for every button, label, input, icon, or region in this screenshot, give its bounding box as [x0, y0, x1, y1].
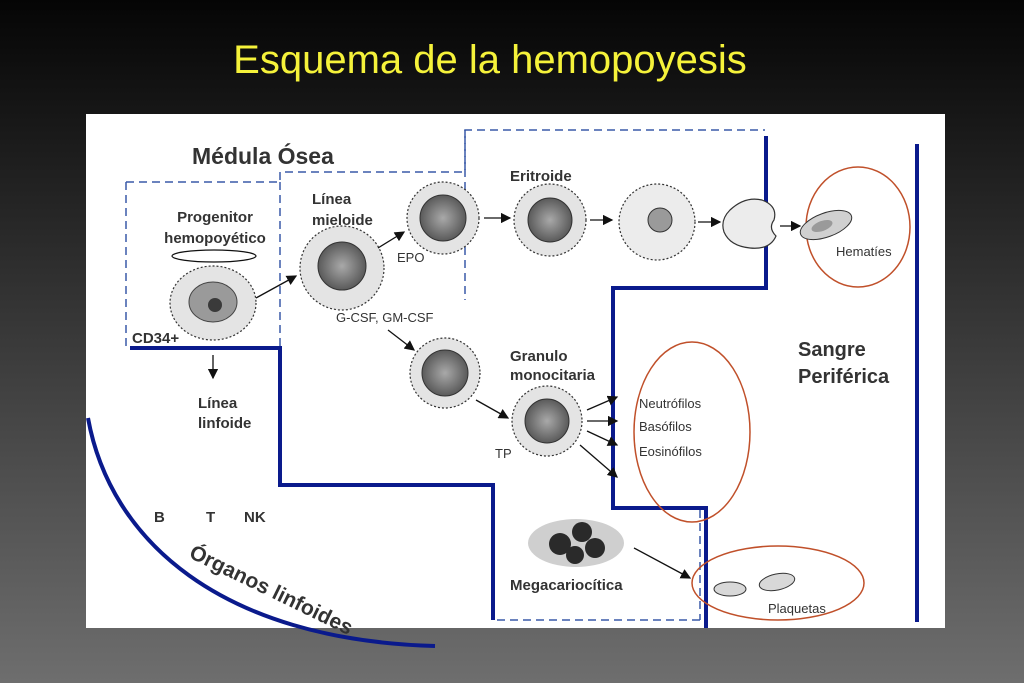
cell-granulo-1 [409, 337, 481, 409]
figure-panel [86, 114, 945, 628]
linea-mieloide-label: Línea [312, 191, 352, 208]
periferica-label: Periférica [798, 366, 890, 388]
eritroide-label: Eritroide [510, 168, 572, 185]
linea-linfoide-label-2: linfoide [198, 415, 251, 432]
gcsf-label: G-CSF, GM-CSF [336, 310, 434, 325]
cell-granulo-2 [511, 385, 583, 457]
nk-label: NK [244, 509, 266, 526]
megacariocitica-label: Megacariocítica [510, 577, 623, 594]
sangre-label: Sangre [798, 339, 866, 361]
eosinofilos-label: Eosinófilos [639, 444, 702, 459]
tp-label: TP [495, 446, 512, 461]
granulo-label: Granulo [510, 348, 568, 365]
neutrofilos-label: Neutrófilos [639, 396, 702, 411]
arrows [207, 212, 802, 579]
self-renewal-icon [171, 249, 257, 263]
hematies-label: Hematíes [836, 244, 892, 259]
cell-megakaryocyte [528, 519, 624, 567]
basofilos-label: Basófilos [639, 419, 692, 434]
cell-progenitor [169, 265, 257, 341]
cell-erythro-3 [618, 183, 696, 261]
cell-erythro-1 [406, 181, 480, 255]
granulo-label-2: monocitaria [510, 367, 596, 384]
b-label: B [154, 509, 165, 526]
plaquetas-label: Plaquetas [768, 601, 826, 616]
lymphoid-arc [86, 417, 436, 648]
cell-mieloide [299, 225, 385, 311]
progenitor-label: Progenitor [177, 209, 253, 226]
t-label: T [206, 509, 215, 526]
epo-label: EPO [397, 250, 424, 265]
medula-osea-label: Médula Ósea [192, 142, 334, 169]
progenitor-label-2: hemopoyético [164, 230, 266, 247]
linea-mieloide-label-2: mieloide [312, 212, 373, 229]
cell-hematie [799, 209, 853, 241]
linea-linfoide-label: Línea [198, 395, 238, 412]
cd34-label: CD34+ [132, 330, 179, 347]
granulocytes-ellipse [633, 341, 751, 523]
plaquetas-ellipse [691, 545, 865, 621]
slide-title: Esquema de la hemopoyesis [233, 38, 747, 82]
cell-erythro-2 [513, 183, 587, 257]
cell-platelets [713, 572, 796, 597]
cell-reticulocyte [722, 198, 777, 249]
